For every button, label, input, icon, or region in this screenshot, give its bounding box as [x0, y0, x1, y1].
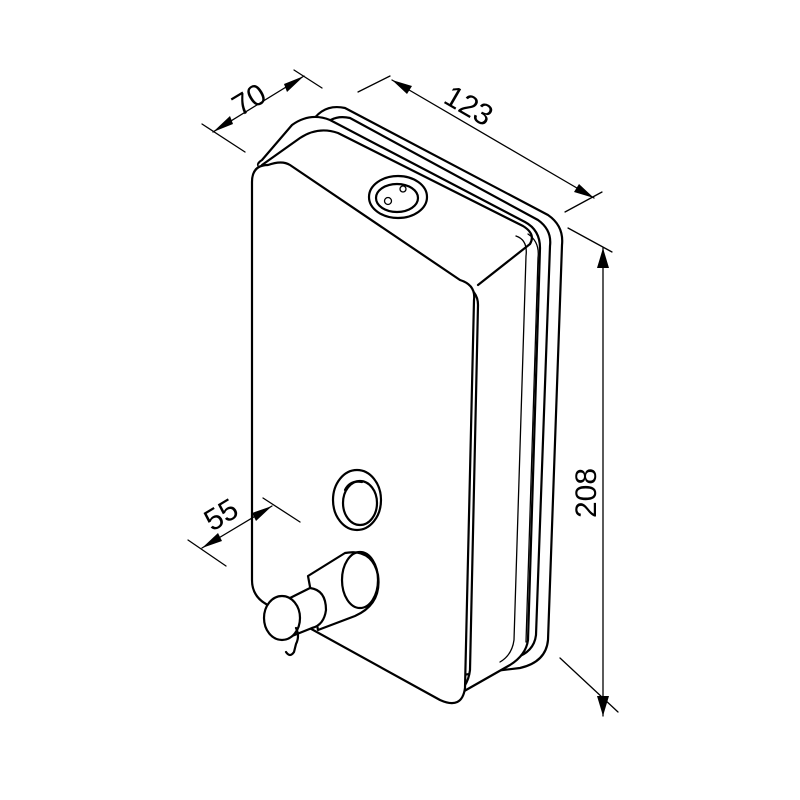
spout-offset-label: 55	[199, 493, 245, 538]
level-window	[331, 468, 383, 532]
push-spout	[262, 550, 380, 657]
dimension-height: 208	[559, 227, 619, 717]
dispenser-housing	[250, 115, 542, 705]
depth-label: 70	[227, 78, 273, 123]
height-label: 208	[570, 468, 603, 518]
width-label: 123	[439, 79, 499, 133]
fill-cap	[367, 174, 429, 220]
